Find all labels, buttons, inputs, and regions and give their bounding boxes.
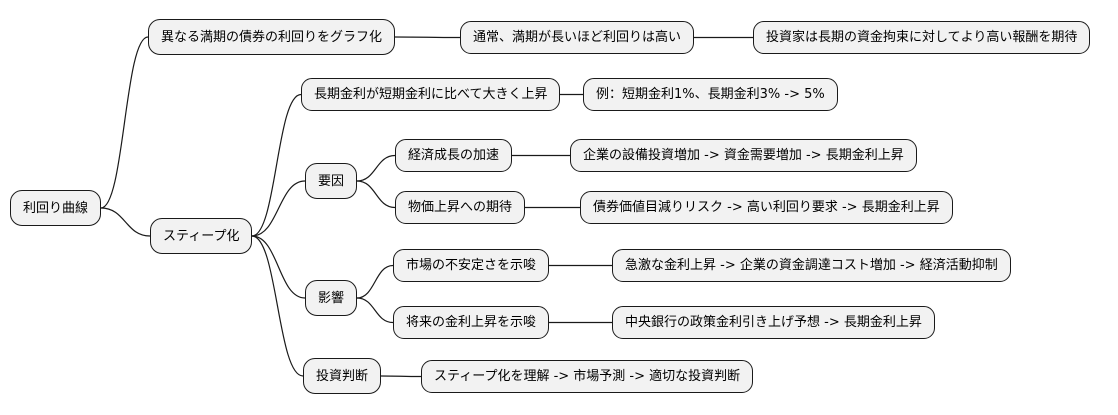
edge-connector-line	[251, 93, 302, 237]
node-longer-maturity-higher-yield: 通常、満期が長いほど利回りは高い	[460, 21, 695, 54]
node-long-rate-rises-vs-short: 長期金利が短期金利に比べて大きく上昇	[301, 78, 561, 111]
node-bond-value-risk-chain: 債券価値目減りリスク -> 高い利回り要求 -> 長期金利上昇	[580, 191, 953, 224]
node-economic-growth-acceleration: 経済成長の加速	[395, 139, 513, 172]
node-market-instability-signal: 市場の不安定さを示唆	[393, 249, 550, 282]
edge-connector-line	[356, 154, 396, 182]
edge-connector-line	[394, 36, 461, 39]
node-example-rate-numbers: 例：短期金利1%、長期金利3% -> 5%	[583, 78, 838, 111]
node-future-rate-rise-signal: 将来の金利上昇を示唆	[393, 306, 550, 339]
node-factors: 要因	[305, 163, 358, 199]
edge-connector-line	[356, 297, 394, 324]
edge-connector-line	[251, 180, 306, 237]
node-yield-curve-root: 利回り曲線	[10, 190, 102, 226]
edge-connector-line	[100, 207, 151, 237]
edge-connector-line	[251, 235, 304, 377]
node-central-bank-hike-chain: 中央銀行の政策金利引き上げ予想 -> 長期金利上昇	[612, 306, 935, 339]
node-steepening: スティープ化	[150, 218, 253, 254]
node-capex-to-long-rate-chain: 企業の設備投資増加 -> 資金需要増加 -> 長期金利上昇	[570, 139, 917, 172]
node-rate-spike-impact-chain: 急激な金利上昇 -> 企業の資金調達コスト増加 -> 経済活動抑制	[612, 249, 1011, 282]
node-inflation-expectations: 物価上昇への期待	[395, 191, 526, 224]
node-plot-different-maturities: 異なる満期の債券の利回りをグラフ化	[148, 19, 396, 55]
edge-connector-line	[356, 180, 396, 209]
node-understanding-to-judgment-chain: スティープ化を理解 -> 市場予測 -> 適切な投資判断	[421, 360, 754, 393]
edge-connector-line	[100, 36, 149, 209]
node-investment-judgment: 投資判断	[303, 358, 382, 394]
node-impact: 影響	[305, 280, 358, 316]
edge-connector-line	[356, 264, 394, 299]
node-investor-higher-reward: 投資家は長期の資金拘束に対してより高い報酬を期待	[753, 21, 1091, 54]
edge-connector-line	[251, 235, 306, 299]
edge-connector-line	[380, 375, 422, 378]
